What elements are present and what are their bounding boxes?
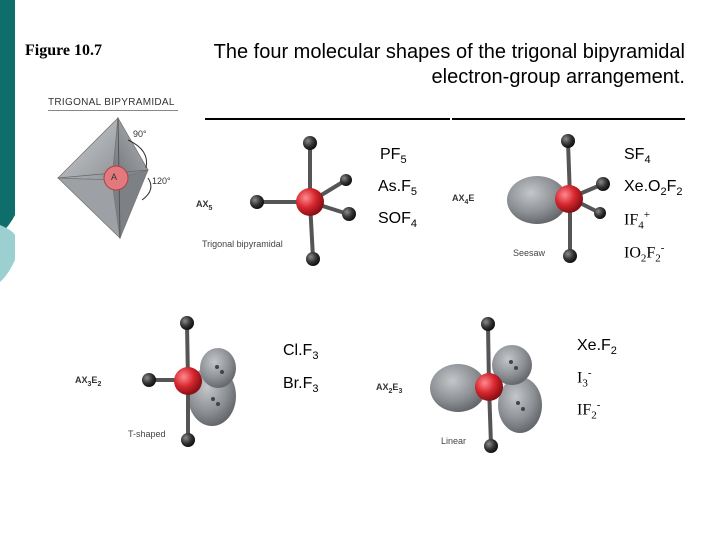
ax3e2-caption: T-shaped — [128, 429, 166, 439]
formula-brf3: Br.F3 — [283, 375, 319, 396]
teal-band — [0, 0, 15, 235]
angle-90-label: 90° — [133, 129, 147, 139]
light-teal-band — [0, 225, 15, 282]
formula-asf5: As.F5 — [378, 178, 418, 199]
ax2e3-molecule — [430, 317, 542, 453]
ax4e-caption: Seesaw — [513, 248, 546, 258]
formula-xeo2f2: Xe.O2F2 — [624, 178, 683, 199]
title-rule-left — [205, 118, 450, 120]
formula-i3-minus: I3- — [577, 367, 592, 390]
ax2e3-caption: Linear — [441, 436, 467, 446]
formula-xef2: Xe.F2 — [577, 337, 617, 358]
formula-pf5: PF5 — [380, 146, 407, 167]
ax5-molecule — [250, 136, 356, 266]
ax4e-molecule — [507, 134, 610, 263]
ax4e-notation: AX4E — [452, 193, 475, 206]
formula-io2f2-minus: IO2F2- — [624, 242, 665, 265]
angle-120-label: 120° — [152, 176, 171, 186]
ax3e2-notation: AX3E2 — [75, 375, 102, 388]
formula-if2-minus: IF2- — [577, 399, 601, 422]
center-atom-label: A — [111, 172, 118, 182]
ax5-notation: AX5 — [196, 199, 213, 212]
title-rule-right — [452, 118, 685, 120]
title-line-2: electron-group arrangement. — [431, 66, 685, 88]
trigonal-bipyramidal-header: TRIGONAL BIPYRAMIDAL — [48, 97, 175, 108]
formula-sof4: SOF4 — [378, 210, 418, 231]
ax3e2-molecule — [142, 316, 236, 447]
page-title: The four molecular shapes of the trigona… — [150, 40, 685, 90]
formula-clf3: Cl.F3 — [283, 342, 319, 363]
ax5-caption: Trigonal bipyramidal — [202, 239, 283, 249]
figure-label: Figure 10.7 — [25, 42, 103, 59]
formula-sf4: SF4 — [624, 146, 651, 167]
formula-if4-plus: IF4+ — [624, 209, 650, 232]
title-line-1: The four molecular shapes of the trigona… — [213, 41, 685, 63]
trigonal-bipyramid-model — [56, 116, 152, 240]
ax2e3-notation: AX2E3 — [376, 382, 403, 395]
header-rule — [48, 110, 178, 111]
